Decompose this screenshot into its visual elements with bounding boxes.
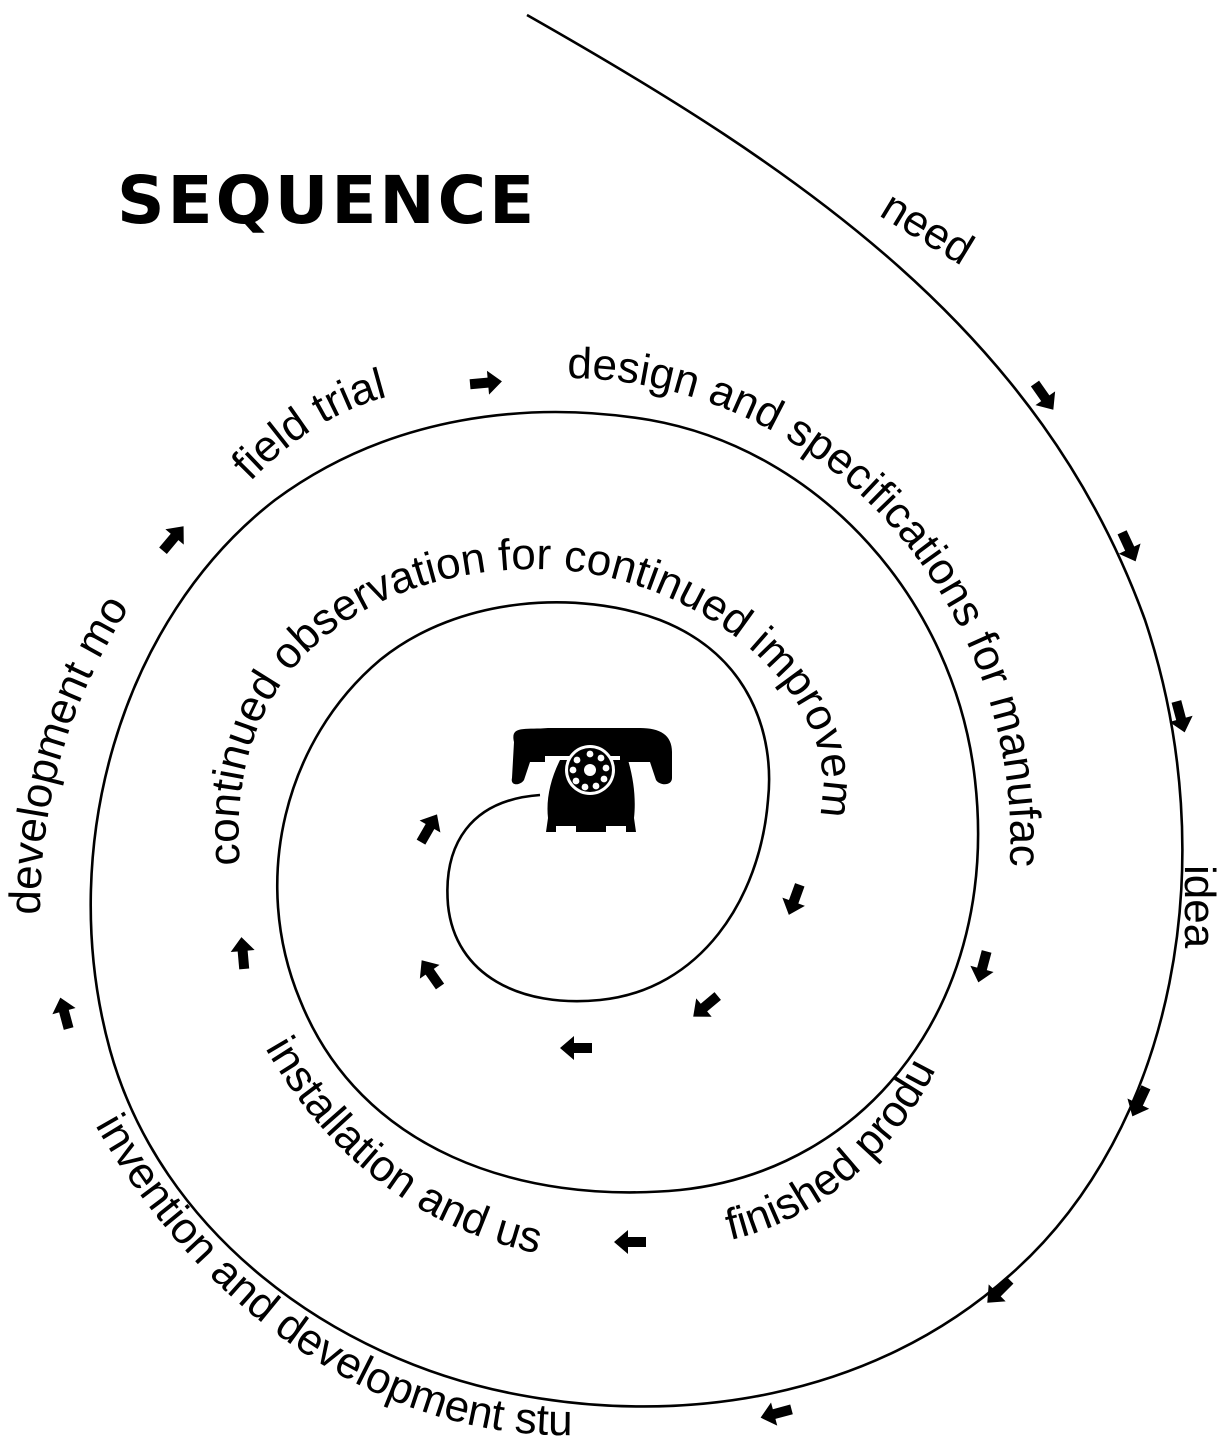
arrow-icon: [154, 518, 193, 558]
arrow-icon: [560, 1036, 592, 1060]
diagram-title: SEQUENCE: [117, 162, 537, 239]
arrow-icon: [685, 987, 725, 1026]
arrow-icon: [967, 948, 998, 985]
label-development-model: development model: [0, 0, 138, 915]
arrow-icon: [1111, 527, 1146, 566]
arrow-icon: [412, 953, 450, 993]
telephone-icon: [512, 728, 672, 834]
arrow-icon: [411, 808, 448, 848]
arrow-icon: [49, 995, 80, 1032]
arrow-icon: [614, 1230, 646, 1254]
arrow-icon: [229, 936, 256, 970]
label-field-trial: field trial: [222, 359, 390, 489]
arrow-icon: [469, 369, 503, 396]
label-idea: idea: [1175, 865, 1217, 949]
arrow-icon: [758, 1398, 795, 1429]
arrow-icon: [778, 881, 811, 919]
arrow-icon: [979, 1272, 1019, 1312]
label-need: need: [873, 182, 982, 275]
label-continued-observation: continued observation for continued impr…: [0, 0, 863, 867]
